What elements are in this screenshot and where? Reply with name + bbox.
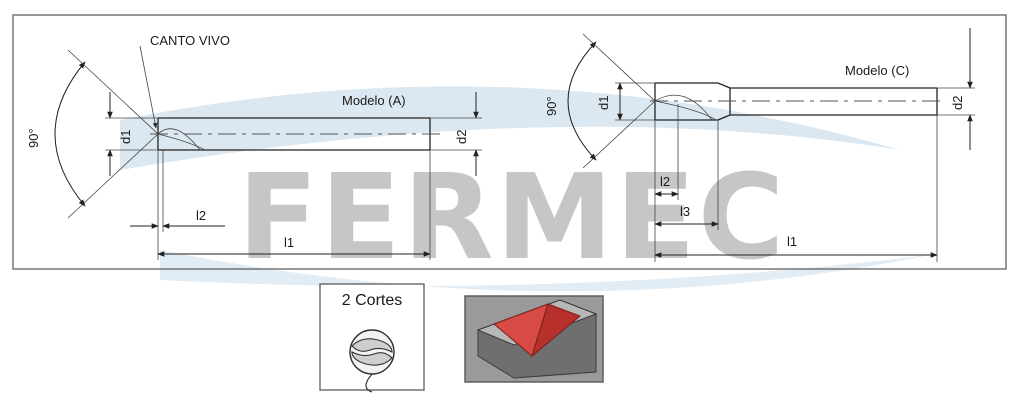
model-c-angle-label: 90° <box>544 96 559 116</box>
model-c-d1-label: d1 <box>596 96 611 110</box>
model-c-l3-label: l3 <box>680 204 690 219</box>
drawing-frame <box>12 14 1007 270</box>
model-a-title: Modelo (A) <box>342 93 406 108</box>
model-c-d2-label: d2 <box>950 96 965 110</box>
model-c-l1-label: l1 <box>787 234 797 249</box>
model-a-d2-label: d2 <box>454 130 469 144</box>
two-flute-icon <box>349 329 395 393</box>
model-a-l2-label: l2 <box>196 208 206 223</box>
watermark-swoosh <box>120 86 930 292</box>
v-groove-icon <box>476 299 598 379</box>
model-a-d1-label: d1 <box>118 130 133 144</box>
model-a-angle-label: 90° <box>26 128 41 148</box>
model-c-title: Modelo (C) <box>845 63 909 78</box>
model-c <box>567 28 975 262</box>
canto-vivo-callout: CANTO VIVO <box>150 33 230 48</box>
model-a <box>54 45 482 260</box>
v-groove-card <box>464 295 604 383</box>
flutes-card-label: 2 Cortes <box>342 292 402 309</box>
model-a-l1-label: l1 <box>284 235 294 250</box>
flutes-card: 2 Cortes <box>319 283 425 393</box>
watermark-text: FERMEC <box>238 148 787 286</box>
model-c-l2-label: l2 <box>660 174 670 189</box>
